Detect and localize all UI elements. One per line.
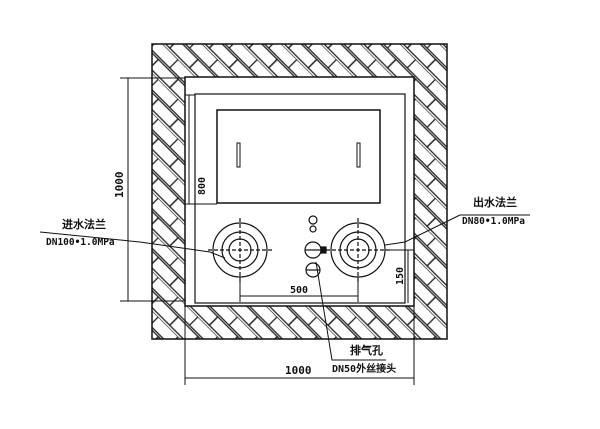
inlet-flange-symbol bbox=[208, 218, 272, 282]
outlet-flange-symbol bbox=[326, 218, 390, 282]
outlet-flange-label: 出水法兰 bbox=[473, 195, 517, 209]
handle-left bbox=[236, 142, 241, 168]
vent-symbol bbox=[304, 215, 327, 278]
handle-right bbox=[356, 142, 361, 168]
dim-left-height: 1000 bbox=[113, 172, 126, 199]
dim-flange-height: 150 bbox=[395, 267, 406, 285]
inner-chamber bbox=[194, 93, 406, 304]
dimension-lines bbox=[39, 77, 530, 385]
hatched-wall bbox=[151, 43, 448, 340]
vent-spec: DN50外丝接头 bbox=[332, 362, 396, 375]
outlet-flange-spec: DN80•1.0MPa bbox=[462, 216, 525, 227]
dim-bottom-width: 1000 bbox=[285, 364, 312, 377]
dim-flange-spacing: 500 bbox=[290, 285, 308, 296]
vent-label: 排气孔 bbox=[350, 343, 383, 357]
equipment-panel bbox=[216, 109, 381, 204]
dim-inner-height: 800 bbox=[197, 177, 208, 195]
inlet-flange-label: 进水法兰 bbox=[62, 217, 106, 231]
inlet-flange-spec: DN100•1.0MPa bbox=[46, 237, 115, 248]
